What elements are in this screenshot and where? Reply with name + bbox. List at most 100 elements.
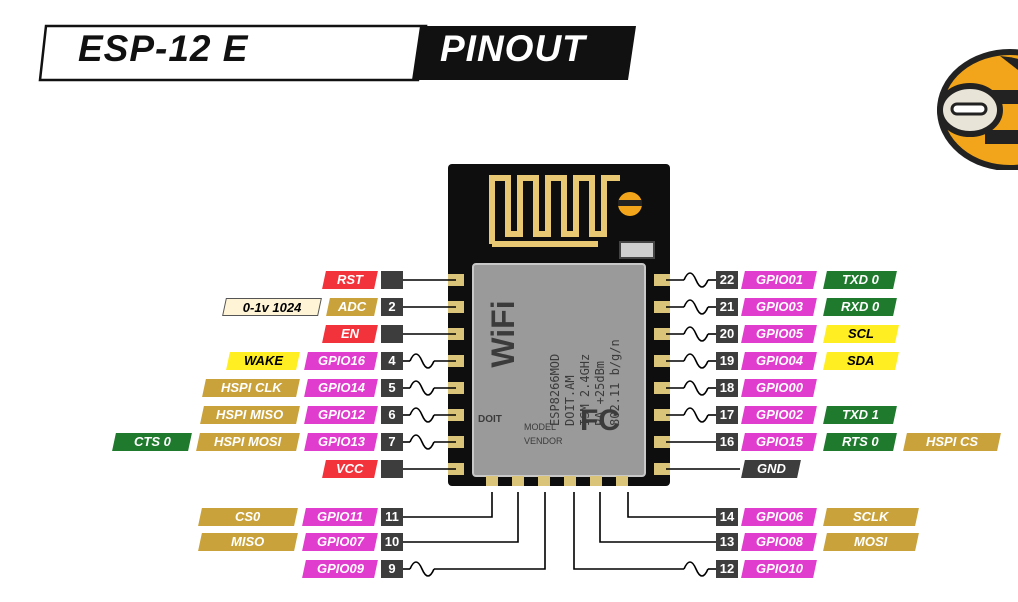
pin-label-text: CS0 xyxy=(235,509,261,524)
pin-number: 14 xyxy=(716,508,738,526)
pin-label-cts-0: CTS 0 xyxy=(112,433,192,451)
pin-number: 16 xyxy=(716,433,738,451)
pin-label-gpio10: GPIO10 xyxy=(741,560,817,578)
pwm-wave-icon xyxy=(683,353,709,369)
pin-label-text: RXD 0 xyxy=(840,299,880,314)
pin-label-text: GPIO06 xyxy=(755,509,803,524)
pin-label-sclk: SCLK xyxy=(823,508,919,526)
pin-label-text: SDA xyxy=(847,353,875,368)
pin-label-text: HSPI MOSI xyxy=(214,434,282,449)
pin-label-text: GPIO09 xyxy=(316,561,364,576)
pin-number: 5 xyxy=(381,379,403,397)
pin-label-sda: SDA xyxy=(823,352,899,370)
pin-label-gpio00: GPIO00 xyxy=(741,379,817,397)
pin-label-text: ADC xyxy=(337,299,367,314)
pin-label-gpio03: GPIO03 xyxy=(741,298,817,316)
title-left: ESP-12 E xyxy=(78,28,249,69)
pin-label-text: GPIO01 xyxy=(755,272,803,287)
pin-label-gpio12: GPIO12 xyxy=(304,406,378,424)
pin-label-gpio07: GPIO07 xyxy=(302,533,378,551)
pin-number: 21 xyxy=(716,298,738,316)
pin-label-text: HSPI MISO xyxy=(216,407,284,422)
pin-label-text: GPIO10 xyxy=(755,561,803,576)
wire xyxy=(403,492,519,543)
pin-label-hspi-mosi: HSPI MOSI xyxy=(196,433,300,451)
pin-number: 19 xyxy=(716,352,738,370)
pwm-wave-icon xyxy=(683,299,709,315)
pwm-wave-icon xyxy=(409,353,435,369)
pwm-wave-icon xyxy=(683,380,709,396)
pin-label-text: 0-1v 1024 xyxy=(242,300,302,315)
pin-label-text: EN xyxy=(340,326,360,341)
pin-label-en: EN xyxy=(322,325,378,343)
pin-label-gpio04: GPIO04 xyxy=(741,352,817,370)
pin-number: 6 xyxy=(381,406,403,424)
pin-label-text: CTS 0 xyxy=(133,434,171,449)
pin-label-text: VCC xyxy=(336,461,364,476)
pin-label-text: GPIO15 xyxy=(755,434,803,449)
pin-label-text: GPIO16 xyxy=(317,353,365,368)
pwm-wave-icon xyxy=(409,561,435,577)
pwm-wave-icon xyxy=(409,434,435,450)
pin-label-gpio08: GPIO08 xyxy=(741,533,817,551)
pin-number: 9 xyxy=(381,560,403,578)
pwm-wave-icon xyxy=(683,272,709,288)
pin-number: 2 xyxy=(381,298,403,316)
pin-label-text: RTS 0 xyxy=(841,434,879,449)
pin-label-text: HSPI CS xyxy=(925,434,978,449)
pwm-wave-icon xyxy=(683,326,709,342)
pin-number: 11 xyxy=(381,508,403,526)
pin-label-text: GPIO00 xyxy=(755,380,803,395)
pin-label-text: TXD 1 xyxy=(841,407,879,422)
pin-label-text: GPIO11 xyxy=(316,509,363,524)
pin-label-text: MOSI xyxy=(854,534,888,549)
title-banner: ESP-12 E PINOUT xyxy=(38,24,638,82)
pin-label-gpio15: GPIO15 xyxy=(741,433,817,451)
pin-label-text: GPIO05 xyxy=(755,326,803,341)
pin-label-text: GPIO13 xyxy=(317,434,365,449)
pin-label-gpio16: GPIO16 xyxy=(304,352,378,370)
pin-number xyxy=(381,325,403,343)
pin-label-text: GND xyxy=(756,461,786,476)
pin-number: 7 xyxy=(381,433,403,451)
doit-logo: DOIT xyxy=(478,414,502,425)
pin-label-gpio01: GPIO01 xyxy=(741,271,817,289)
pin-number: 22 xyxy=(716,271,738,289)
pwm-wave-icon xyxy=(683,407,709,423)
pin-label-text: GPIO14 xyxy=(317,380,365,395)
pin-number xyxy=(381,271,403,289)
pin-label-hspi-cs: HSPI CS xyxy=(903,433,1001,451)
bee-logo-icon xyxy=(930,30,1018,171)
pin-label-text: RST xyxy=(337,272,363,287)
pin-label-text: GPIO08 xyxy=(755,534,803,549)
pin-label-scl: SCL xyxy=(823,325,899,343)
pin-label-text: GPIO12 xyxy=(317,407,365,422)
pin-label-text: GPIO03 xyxy=(755,299,803,314)
esp12e-module: WiFi ESP8266MOD DOIT.AM ISM 2.4GHz PA +2… xyxy=(448,164,670,486)
pin-label-text: MISO xyxy=(231,534,265,549)
pin-number: 20 xyxy=(716,325,738,343)
pin-label-mosi: MOSI xyxy=(823,533,919,551)
wire xyxy=(403,492,493,518)
pin-label-gpio05: GPIO05 xyxy=(741,325,817,343)
pwm-wave-icon xyxy=(409,380,435,396)
pin-label-text: TXD 0 xyxy=(841,272,879,287)
pin-label-text: SCL xyxy=(848,326,874,341)
pin-label-gpio02: GPIO02 xyxy=(741,406,817,424)
pin-label-gpio14: GPIO14 xyxy=(304,379,378,397)
pin-number: 12 xyxy=(716,560,738,578)
pin-number xyxy=(381,460,403,478)
pin-label-gnd: GND xyxy=(741,460,801,478)
pin-number: 13 xyxy=(716,533,738,551)
pin-number: 4 xyxy=(381,352,403,370)
pin-label-miso: MISO xyxy=(198,533,298,551)
pin-number: 10 xyxy=(381,533,403,551)
fc-logo: FC xyxy=(580,404,620,437)
pin-number: 17 xyxy=(716,406,738,424)
wire xyxy=(627,492,716,518)
model-text: MODEL xyxy=(524,422,557,432)
pin-label-gpio13: GPIO13 xyxy=(304,433,378,451)
wire xyxy=(434,492,546,570)
